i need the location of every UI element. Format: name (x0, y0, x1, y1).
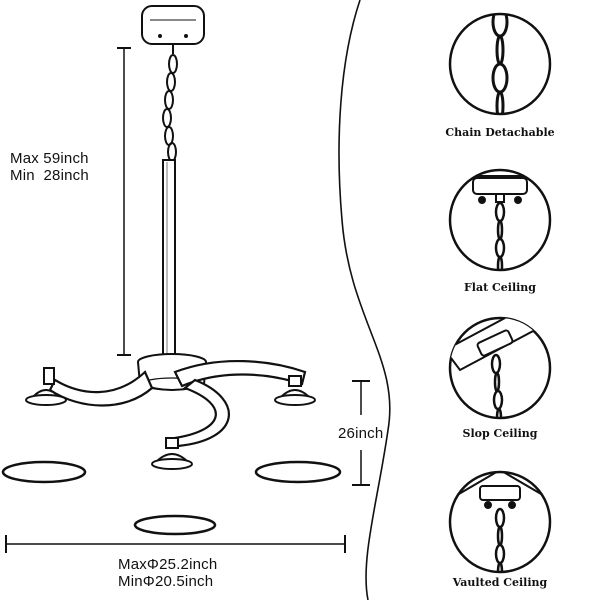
callout-vaulted-ceiling (448, 470, 552, 574)
callout-chain-detachable (448, 12, 552, 116)
width-dimension-line (5, 535, 346, 553)
width-dimension-label: MaxΦ25.2inch MinΦ20.5inch (118, 556, 217, 591)
arm-height-text: 26inch (338, 425, 384, 442)
shade-plates (1, 460, 342, 536)
lamp-head-left (25, 367, 67, 406)
height-dimension-label: Max 59inch Min 28inch (10, 150, 89, 185)
height-min-text: Min 28inch (10, 167, 89, 185)
ceiling-canopy (141, 5, 205, 54)
shade-plate-right (254, 460, 342, 484)
height-max-text: Max 59inch (10, 150, 89, 167)
caption-vaulted-ceiling: Vaulted Ceiling (452, 576, 548, 589)
arm-height-dimension-line (352, 380, 370, 486)
chandelier-arms (48, 360, 307, 448)
caption-chain-detachable: Chain Detachable (445, 126, 555, 139)
hanging-chain (162, 54, 178, 162)
lamp-head-center (151, 437, 193, 470)
caption-flat-ceiling: Flat Ceiling (463, 281, 536, 294)
lamp-head-right (274, 375, 316, 406)
width-max-text: MaxΦ25.2inch (118, 556, 218, 573)
shade-plate-left (1, 460, 87, 484)
down-rod (162, 159, 176, 359)
height-dimension-line (117, 47, 131, 356)
wavy-divider (338, 0, 391, 601)
shade-plate-front (133, 514, 217, 536)
callout-flat-ceiling (448, 168, 552, 272)
width-min-text: MinΦ20.5inch (118, 573, 214, 591)
caption-slop-ceiling: Slop Ceiling (462, 427, 538, 440)
callout-slop-ceiling (448, 316, 552, 420)
